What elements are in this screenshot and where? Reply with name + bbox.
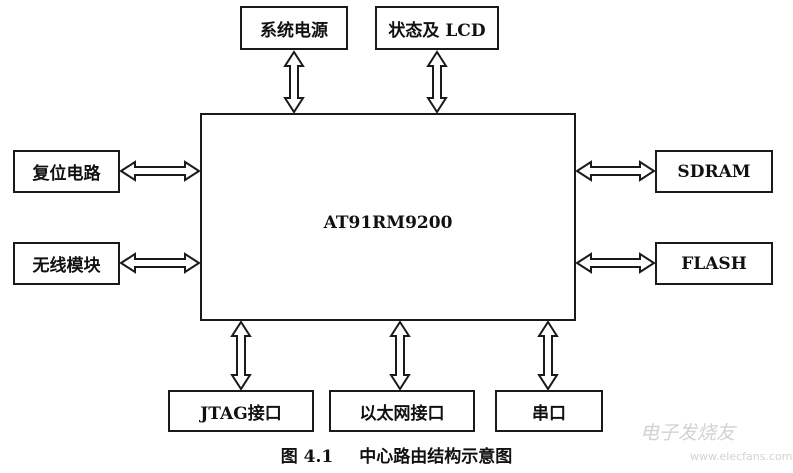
arrow-cpu-ethernet bbox=[389, 320, 411, 391]
status-lcd-label: 状态及 LCD bbox=[388, 20, 486, 41]
power-block: 系统电源 bbox=[240, 6, 348, 50]
sdram-label: SDRAM bbox=[677, 161, 751, 182]
arrow-cpu-flash bbox=[575, 252, 656, 274]
ethernet-block: 以太网接口 bbox=[329, 390, 475, 432]
watermark-logo: 电子发烧友 bbox=[640, 422, 736, 444]
cpu-block: AT91RM9200 bbox=[200, 113, 576, 321]
wireless-module-label: 无线模块 bbox=[32, 256, 101, 276]
status-lcd-block: 状态及 LCD bbox=[375, 6, 499, 50]
watermark-url: www.elecfans.com bbox=[690, 450, 793, 463]
arrow-cpu-sdram bbox=[575, 160, 656, 182]
figure-caption: 图 4.1 中心路由结构示意图 bbox=[0, 442, 793, 467]
jtag-label: JTAG接口 bbox=[200, 403, 282, 424]
arrow-wireless-cpu bbox=[119, 252, 201, 274]
jtag-block: JTAG接口 bbox=[168, 390, 314, 432]
figure-number: 图 4.1 bbox=[280, 447, 334, 467]
flash-block: FLASH bbox=[655, 242, 773, 285]
serial-port-block: 串口 bbox=[495, 390, 603, 432]
serial-port-label: 串口 bbox=[532, 403, 566, 424]
arrow-cpu-serial bbox=[537, 320, 559, 391]
flash-label: FLASH bbox=[681, 253, 747, 274]
cpu-label: AT91RM9200 bbox=[323, 213, 453, 233]
power-label: 系统电源 bbox=[260, 20, 328, 41]
reset-circuit-label: 复位电路 bbox=[32, 164, 101, 184]
reset-circuit-block: 复位电路 bbox=[13, 150, 120, 193]
ethernet-label: 以太网接口 bbox=[359, 403, 445, 424]
wireless-module-block: 无线模块 bbox=[13, 242, 120, 285]
arrow-power-cpu bbox=[283, 50, 305, 114]
arrow-status-lcd-cpu bbox=[426, 50, 448, 114]
arrow-cpu-jtag bbox=[230, 320, 252, 391]
sdram-block: SDRAM bbox=[655, 150, 773, 193]
figure-title: 中心路由结构示意图 bbox=[359, 447, 513, 467]
arrow-reset-cpu bbox=[119, 160, 201, 182]
